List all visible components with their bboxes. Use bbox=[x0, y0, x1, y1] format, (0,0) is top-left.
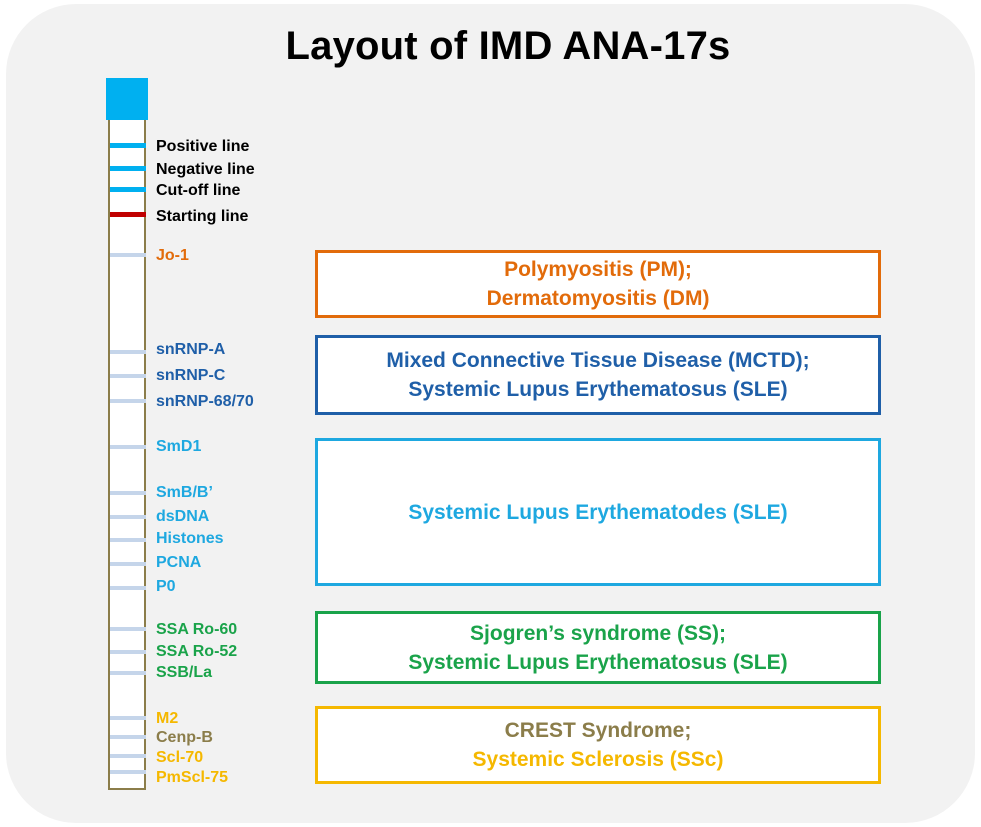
starting-line-label: Starting line bbox=[156, 208, 249, 225]
antigen-label-snrnp-c: snRNP-C bbox=[156, 367, 226, 384]
disease-ss: Sjogren’s syndrome (SS); bbox=[470, 621, 726, 645]
p0-band bbox=[110, 586, 146, 590]
smb-band bbox=[110, 491, 146, 495]
smd1-band bbox=[110, 445, 146, 449]
antigen-label-ssa52: SSA Ro-52 bbox=[156, 643, 238, 660]
strip-cap bbox=[106, 78, 148, 120]
jo1-band bbox=[110, 253, 146, 257]
scl70-band bbox=[110, 754, 146, 758]
antigen-label-p0: P0 bbox=[156, 578, 176, 595]
disease-dm: Dermatomyositis (DM) bbox=[486, 287, 710, 310]
negative-line-label: Negative line bbox=[156, 161, 255, 178]
pcna-band bbox=[110, 562, 146, 566]
ssa60-band bbox=[110, 627, 146, 631]
disease-ss-sle: Systemic Lupus Erythematosus (SLE) bbox=[408, 650, 788, 674]
histones-band bbox=[110, 538, 146, 542]
pmscl-band bbox=[110, 770, 146, 774]
antigen-label-ssa60: SSA Ro-60 bbox=[156, 621, 238, 638]
antigen-label-jo1: Jo-1 bbox=[156, 247, 189, 264]
antigen-label-cenpb: Cenp-B bbox=[156, 729, 213, 746]
disease-box-pm-dm: Polymyositis (PM); Dermatomyositis (DM) bbox=[315, 250, 881, 318]
antigen-label-snrnp-68: snRNP-68/70 bbox=[156, 393, 254, 410]
snrnp-c-band bbox=[110, 374, 146, 378]
antigen-label-m2: M2 bbox=[156, 710, 179, 727]
negative-band bbox=[110, 166, 146, 171]
disease-pm: Polymyositis (PM); bbox=[504, 258, 692, 281]
snrnp-68-band bbox=[110, 399, 146, 403]
positive-band bbox=[110, 143, 146, 148]
antigen-label-ssb: SSB/La bbox=[156, 664, 213, 681]
disease-sle-erythematodes: Systemic Lupus Erythematodes (SLE) bbox=[408, 500, 788, 524]
disease-sle: Systemic Lupus Erythematosus (SLE) bbox=[408, 378, 788, 401]
page-title: Layout of IMD ANA-17s bbox=[285, 24, 731, 68]
antigen-label-histones: Histones bbox=[156, 530, 224, 547]
ssa52-band bbox=[110, 650, 146, 654]
antigen-label-pcna: PCNA bbox=[156, 554, 202, 571]
antigen-label-snrnp-a: snRNP-A bbox=[156, 341, 226, 358]
ssb-band bbox=[110, 671, 146, 675]
positive-line-label: Positive line bbox=[156, 138, 250, 155]
antigen-label-scl70: Scl-70 bbox=[156, 749, 204, 766]
test-strip bbox=[108, 120, 146, 790]
disease-box-ss-sle: Sjogren’s syndrome (SS); Systemic Lupus … bbox=[315, 611, 881, 684]
disease-box-crest-ssc: CREST Syndrome; Systemic Sclerosis (SSc) bbox=[315, 706, 881, 784]
disease-crest: CREST Syndrome; bbox=[504, 719, 692, 742]
m2-band bbox=[110, 716, 146, 720]
starting-band bbox=[110, 212, 146, 217]
antigen-label-smb: SmB/B’ bbox=[156, 484, 213, 501]
cutoff-line-label: Cut-off line bbox=[156, 182, 241, 199]
antigen-label-dsdna: dsDNA bbox=[156, 508, 210, 525]
cutoff-band bbox=[110, 187, 146, 192]
disease-box-sle: Systemic Lupus Erythematodes (SLE) bbox=[315, 438, 881, 586]
disease-ssc: Systemic Sclerosis (SSc) bbox=[472, 748, 724, 771]
snrnp-a-band bbox=[110, 350, 146, 354]
disease-mctd: Mixed Connective Tissue Disease (MCTD); bbox=[386, 349, 810, 372]
dsdna-band bbox=[110, 515, 146, 519]
disease-box-mctd-sle: Mixed Connective Tissue Disease (MCTD); … bbox=[315, 335, 881, 415]
antigen-label-pmscl: PmScl-75 bbox=[156, 769, 229, 786]
antigen-label-smd1: SmD1 bbox=[156, 438, 202, 455]
cenpb-band bbox=[110, 735, 146, 739]
